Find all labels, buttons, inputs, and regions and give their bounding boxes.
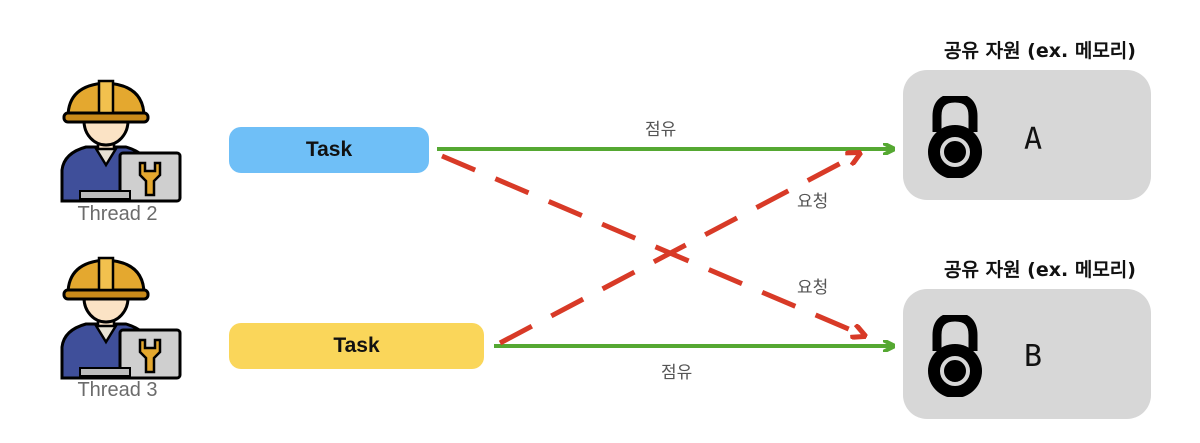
request-arrow-to-a [498,153,860,346]
request-label-b: 요청 [797,278,829,298]
resource-b-title: 공유 자원 (ex. 메모리) [944,259,1136,281]
occupy-label-a: 점유 [645,120,677,140]
resource-a-letter: A [1023,122,1043,157]
resource-b-letter: B [1023,339,1043,374]
thread-2-worker: Thread 2 [50,75,190,225]
thread-2-label: Thread 2 [77,203,158,225]
occupy-label-b: 점유 [661,363,693,383]
thread-2-task: Task [229,127,429,173]
resource-b-box: B [903,289,1151,419]
request-label-a: 요청 [797,192,829,212]
resource-a-box: A [903,70,1151,200]
worker-with-helmet-icon [60,79,182,203]
padlock-icon [928,315,982,397]
resource-a-title: 공유 자원 (ex. 메모리) [944,40,1136,62]
thread-3-label: Thread 3 [77,379,158,401]
worker-with-helmet-icon [60,256,182,380]
padlock-icon [928,96,982,178]
thread-3-task: Task [229,323,484,369]
request-arrow-to-b [441,153,865,336]
thread-3-worker: Thread 3 [50,252,190,401]
